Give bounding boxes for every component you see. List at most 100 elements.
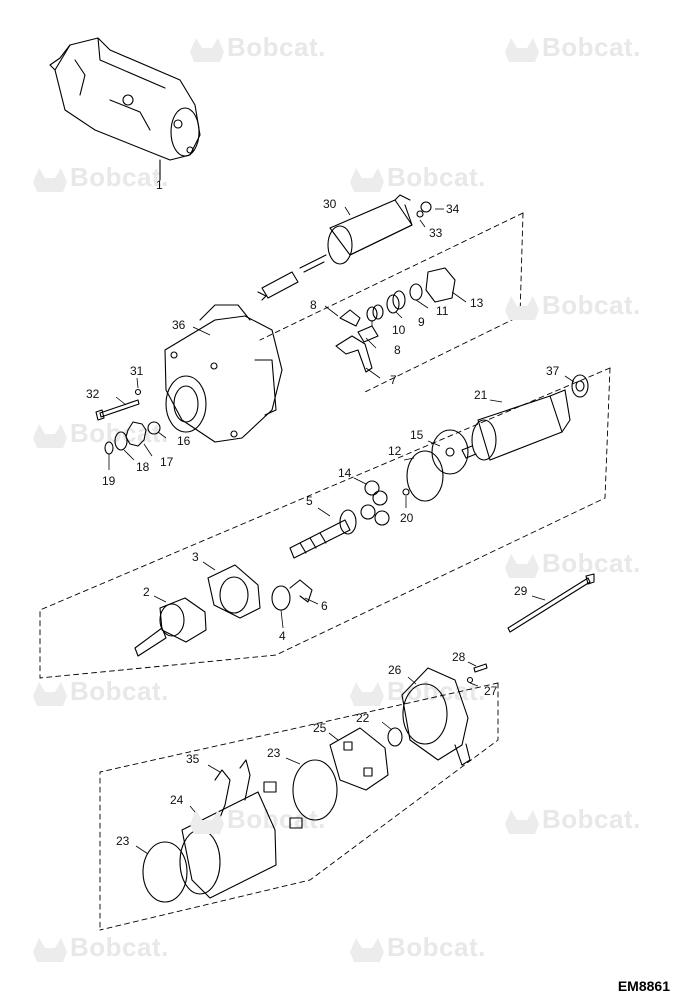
clip-part (339, 309, 361, 327)
watermark: Bobcat. (345, 932, 486, 964)
callout-29: 29 (514, 584, 528, 598)
solenoid-part (327, 194, 413, 265)
plunger-part (257, 254, 327, 301)
nut-part (420, 201, 432, 213)
watermark-text: Bobcat. (70, 162, 169, 192)
callout-25: 25 (313, 721, 327, 735)
diagram-id: EM8861 (617, 978, 670, 994)
watermark: Bobcat. (500, 290, 641, 322)
callout-5: 5 (306, 494, 313, 508)
callout-16: 16 (177, 434, 191, 448)
end-cover-part (401, 667, 471, 766)
callout-6: 6 (321, 599, 328, 613)
callout-12: 12 (388, 444, 402, 458)
callout-1: 1 (156, 178, 163, 192)
brush-holder-part (329, 727, 389, 791)
callout-8-upper: 8 (310, 298, 317, 312)
seal-part (425, 267, 456, 303)
ball-part (402, 488, 410, 496)
bushing-part (386, 290, 406, 314)
watermark: Bobcat. (28, 162, 169, 194)
snap-ring-part (104, 441, 114, 455)
callout-14: 14 (338, 466, 352, 480)
callout-13: 13 (470, 296, 484, 310)
watermark-logo-shapes (33, 38, 539, 962)
group-outline-housing (99, 682, 499, 931)
leader-lines (108, 165, 575, 855)
retaining-ring-part (289, 579, 313, 603)
group-outline-solenoid (259, 212, 524, 393)
drive-housing-part (164, 304, 283, 443)
callout-26: 26 (388, 663, 402, 677)
washer-small-part (134, 388, 142, 396)
callout-4: 4 (279, 629, 286, 643)
watermark-text: Bobcat. (227, 32, 326, 62)
watermark-text: Bobcat. (542, 804, 641, 834)
watermark: Bobcat. (185, 32, 326, 64)
screw-part (473, 663, 488, 673)
watermark-text: Bobcat. (387, 162, 486, 192)
callout-2: 2 (143, 585, 150, 599)
callout-18: 18 (136, 460, 150, 474)
through-bolt-part (507, 573, 595, 633)
o-ring-front-part (142, 841, 188, 903)
callout-3: 3 (192, 550, 199, 564)
pinion-gear-part (125, 421, 147, 447)
watermark-text: Bobcat. (70, 676, 169, 706)
bolt-part (95, 399, 140, 421)
callout-37: 37 (546, 364, 560, 378)
watermark-text: Bobcat. (542, 548, 641, 578)
watermark: Bobcat. (345, 162, 486, 194)
washer-ring-part (387, 727, 403, 747)
output-shaft-part (134, 597, 207, 657)
watermark: Bobcat. (28, 676, 169, 708)
callout-27: 27 (484, 684, 498, 698)
callout-8-lower: 8 (394, 343, 401, 357)
callout-31: 31 (130, 364, 144, 378)
starter-motor-assembly (49, 37, 201, 181)
group-outline-drive (39, 367, 611, 679)
callout-32: 32 (86, 387, 100, 401)
pin-part (357, 325, 379, 343)
callout-23-rear: 23 (267, 746, 281, 760)
callout-9: 9 (418, 315, 425, 329)
callout-23-front: 23 (116, 834, 130, 848)
callout-35: 35 (186, 752, 200, 766)
watermark-text: Bobcat. (387, 932, 486, 962)
callout-19: 19 (102, 474, 116, 488)
watermark-text: Bobcat. (70, 932, 169, 962)
washer-tiny-part (466, 676, 474, 684)
watermark: Bobcat. (500, 548, 641, 580)
watermark: Bobcat. (500, 804, 641, 836)
callout-36: 36 (172, 318, 186, 332)
spring-part (366, 304, 384, 322)
callout-28: 28 (452, 650, 466, 664)
callout-15: 15 (410, 428, 424, 442)
callout-22: 22 (356, 711, 370, 725)
callout-11: 11 (436, 304, 449, 318)
watermark: Bobcat. (500, 32, 641, 64)
callout-33: 33 (429, 226, 443, 240)
watermark-text: Bobcat. (542, 290, 641, 320)
intermediate-housing-part (207, 564, 261, 619)
watermark-text: Bobcat. (542, 32, 641, 62)
bearing-part (571, 374, 589, 398)
thrust-washer-part (271, 585, 291, 611)
callout-30: 30 (323, 197, 337, 211)
ring-part (409, 283, 423, 301)
o-ring-rear-part (292, 759, 338, 821)
callout-7: 7 (390, 373, 397, 387)
collar-part (114, 431, 128, 451)
disc-part (431, 429, 469, 475)
callout-10: 10 (392, 323, 406, 337)
callout-24: 24 (170, 793, 184, 807)
watermark: Bobcat. (28, 932, 169, 964)
callout-21: 21 (474, 388, 488, 402)
armature-part (461, 389, 571, 461)
callout-20: 20 (400, 511, 414, 525)
callout-17: 17 (160, 455, 174, 469)
washer-part (416, 210, 424, 218)
planet-gears-part (360, 480, 390, 526)
seal-ring-part (406, 450, 444, 502)
